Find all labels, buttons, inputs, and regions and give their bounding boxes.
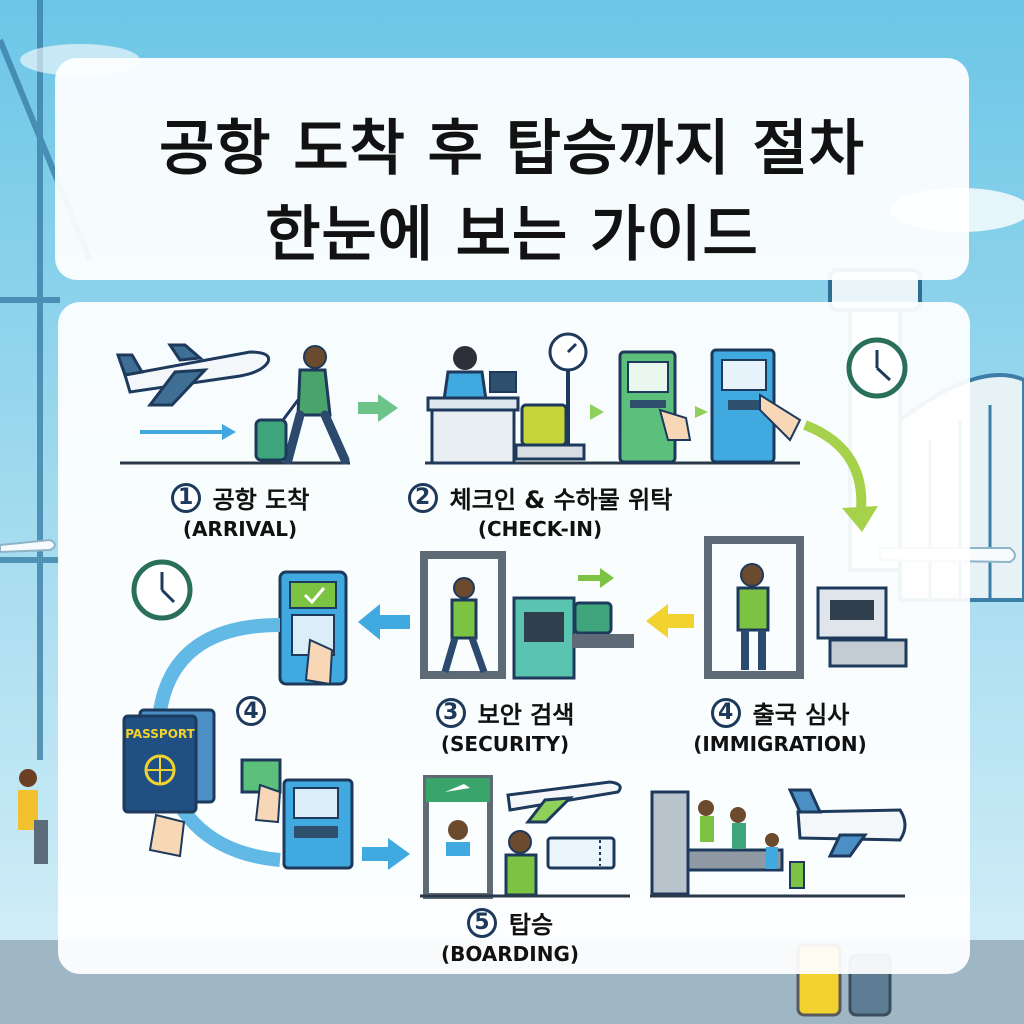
clock-icon-top [846, 337, 908, 399]
arrow-right-green-icon [358, 394, 398, 422]
arrow-right-small-green-icon [578, 568, 614, 588]
step-title-en: (SECURITY) [440, 732, 570, 756]
curved-arrow-down-icon [803, 420, 867, 521]
step-title-en: (ARRIVAL) [182, 517, 298, 541]
walking-traveler-icon [254, 345, 350, 465]
step-title-ko: 보안 검색 [477, 701, 575, 729]
step-number-badge: 3 [435, 697, 466, 728]
title-line-1: 공항 도착 후 탑승까지 절차 [159, 114, 865, 184]
passport-icon [122, 708, 216, 858]
fingerprint-pad-icon [240, 758, 282, 824]
boarding-gate-icon [423, 775, 493, 899]
step-title-ko: 체크인 & 수하물 위탁 [449, 486, 673, 514]
step-checkin: 2 체크인 & 수하물 위탁 (CHECK-IN) [385, 480, 695, 541]
boarding-pass-icon [504, 830, 616, 897]
self-checkin-kiosk-icon [618, 350, 692, 464]
step-title-ko: 탑승 [508, 911, 554, 939]
passport-kiosk-icon [282, 778, 354, 870]
jet-bridge-icon [650, 790, 805, 896]
passport-label: PASSPORT [125, 727, 195, 741]
step-immigration: 4 출국 심사 (IMMIGRATION) [660, 695, 900, 756]
fingerprint-scanner-icon [278, 570, 348, 686]
extra-step-badge: 4 [236, 696, 266, 726]
checkin-counter-icon [426, 346, 520, 465]
immigration-gate-icon [704, 536, 804, 679]
baggage-scale-icon [514, 332, 588, 461]
small-arrow-green-icon [590, 404, 604, 420]
step-title-en: (CHECK-IN) [477, 517, 603, 541]
xray-scanner-icon [816, 586, 908, 668]
step-title-ko: 출국 심사 [752, 701, 850, 729]
small-arrow-green-icon-2 [695, 406, 708, 418]
bag-drop-kiosk-icon [710, 348, 802, 464]
step-title-en: (IMMIGRATION) [693, 732, 867, 756]
boarding-aircraft-icon [787, 788, 907, 858]
arrival-motion-arrow-icon [140, 424, 236, 440]
step-number-badge: 4 [236, 696, 266, 726]
arrow-left-blue-icon [358, 604, 410, 640]
title-line-2: 한눈에 보는 가이드 [265, 200, 759, 270]
step-security: 3 보안 검색 (SECURITY) [400, 695, 610, 756]
title-card: 공항 도착 후 탑승까지 절차 한눈에 보는 가이드 [55, 58, 969, 280]
step-number-badge: 1 [170, 482, 201, 513]
step-number-badge: 5 [466, 907, 497, 938]
step-title-ko: 공항 도착 [212, 486, 310, 514]
security-xray-belt-icon [512, 596, 634, 680]
arrow-right-blue-icon [362, 838, 410, 870]
clock-icon-left [131, 559, 193, 621]
metal-detector-icon [420, 551, 506, 679]
step-boarding: 5 탑승 (BOARDING) [400, 905, 620, 966]
step-arrival: 1 공항 도착 (ARRIVAL) [140, 480, 340, 541]
airplane-arrival-icon [115, 343, 271, 407]
arrow-left-yellow-icon [646, 604, 694, 638]
step-number-badge: 4 [710, 697, 741, 728]
step-title-en: (BOARDING) [440, 942, 580, 966]
step-number-badge: 2 [407, 482, 438, 513]
boarding-plane-icon [506, 780, 622, 824]
